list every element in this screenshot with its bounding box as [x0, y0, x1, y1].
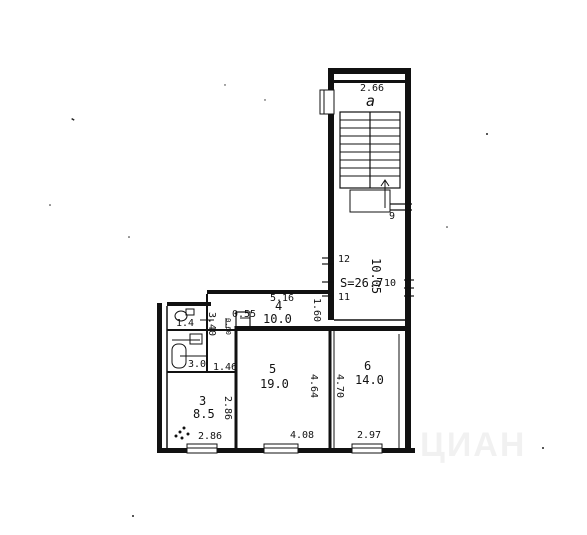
room-labels: 1.4 3.40 3.0 1.46 3 8.5 2.86 2.86 5.16 4… — [176, 293, 384, 442]
room-5-height: 4.64 — [308, 374, 319, 398]
room-1-area: 1.4 — [176, 318, 194, 329]
stair-mark-12: 12 — [338, 254, 350, 265]
room-4-width: 5.16 — [270, 293, 294, 304]
stair-letter: a — [366, 92, 375, 110]
room-2-dim: 1.46 — [213, 362, 237, 373]
room-1-dim: 3.40 — [206, 312, 217, 336]
room-5-width: 4.08 — [290, 430, 314, 441]
room-3-num: 3 — [199, 394, 206, 408]
room-3-height: 2.86 — [222, 396, 233, 420]
stair-mark-9: 9 — [389, 211, 395, 222]
room-3-area: 8.5 — [193, 407, 215, 421]
room-2-area: 3.0 — [188, 359, 206, 370]
stairwell — [319, 68, 414, 326]
stair-width: 2.66 — [360, 83, 384, 94]
paper-specks — [49, 84, 544, 517]
room-5-area: 19.0 — [260, 377, 289, 391]
watermark: ЦИАН — [420, 426, 526, 464]
stair-mark-11: 11 — [338, 292, 350, 303]
room-3-width: 2.86 — [198, 431, 222, 442]
stair-mark-10: 10 — [384, 278, 396, 289]
room-6-width: 2.97 — [357, 430, 381, 441]
room-4-num: 4 — [275, 299, 282, 313]
apartment-walls — [157, 290, 415, 454]
stair-length: 10.05 — [369, 258, 383, 294]
room-4-height: 1.60 — [311, 298, 322, 322]
room-5-num: 5 — [269, 362, 276, 376]
room-6-num: 6 — [364, 359, 371, 373]
room-4-area: 10.0 — [263, 312, 292, 326]
room-6-area: 14.0 — [355, 373, 384, 387]
stair-labels: 2.66 a 9 12 S=26.7 10 11 10.05 — [338, 83, 396, 303]
room-6-height: 4.70 — [334, 374, 345, 398]
room-4-sub-dim: 0.55 — [232, 309, 256, 320]
room-4-tiny-dim: 0.60 — [224, 318, 232, 335]
stair-area: S=26.7 — [340, 276, 383, 290]
